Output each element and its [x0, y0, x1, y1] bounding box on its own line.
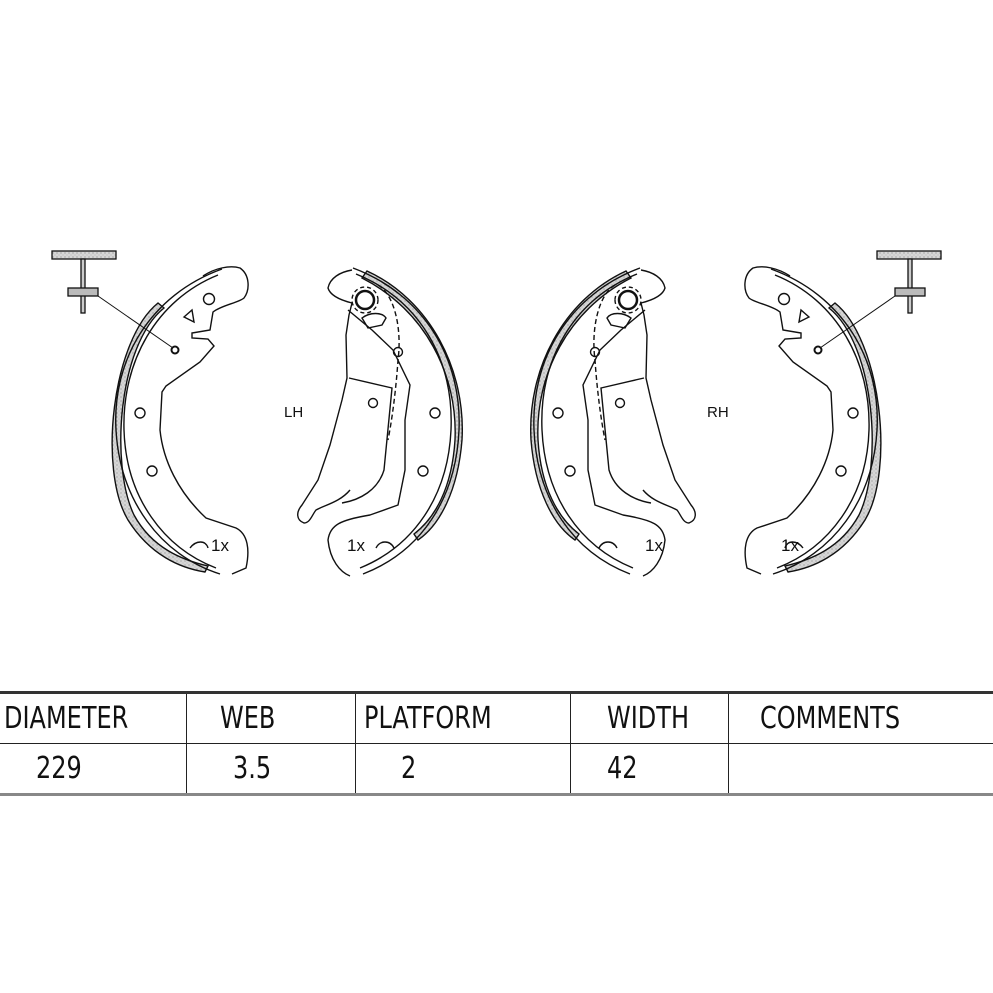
- brake-shoe-lh-leading: [111, 265, 250, 575]
- quantity-label: 1x: [645, 536, 663, 555]
- header-web: WEB: [219, 701, 275, 736]
- header-comments: COMMENTS: [759, 701, 900, 736]
- value-diameter: 229: [36, 751, 82, 786]
- lh-label: LH: [284, 404, 304, 421]
- value-web: 3.5: [232, 751, 271, 786]
- table-row: 229 3.5 2 42: [0, 743, 993, 796]
- brake-shoe-rh-leading: [743, 265, 882, 575]
- quantity-label: 1x: [781, 536, 799, 555]
- spec-table: DIAMETER WEB PLATFORM WIDTH COMMENTS 229…: [0, 691, 993, 796]
- header-width: WIDTH: [606, 701, 689, 736]
- brake-shoe-rh-trailing: [529, 266, 697, 578]
- quantity-label: 1x: [211, 536, 229, 555]
- hold-down-pin-rh: [819, 250, 942, 349]
- header-platform: PLATFORM: [363, 701, 492, 736]
- brake-shoe-lh-trailing: [296, 266, 464, 578]
- table-header-row: DIAMETER WEB PLATFORM WIDTH COMMENTS: [0, 691, 993, 744]
- quantity-label: 1x: [347, 536, 365, 555]
- hold-down-pin-lh: [51, 250, 174, 349]
- value-width: 42: [606, 751, 638, 786]
- rh-label: RH: [707, 404, 729, 421]
- header-diameter: DIAMETER: [4, 701, 129, 736]
- value-platform: 2: [400, 751, 416, 786]
